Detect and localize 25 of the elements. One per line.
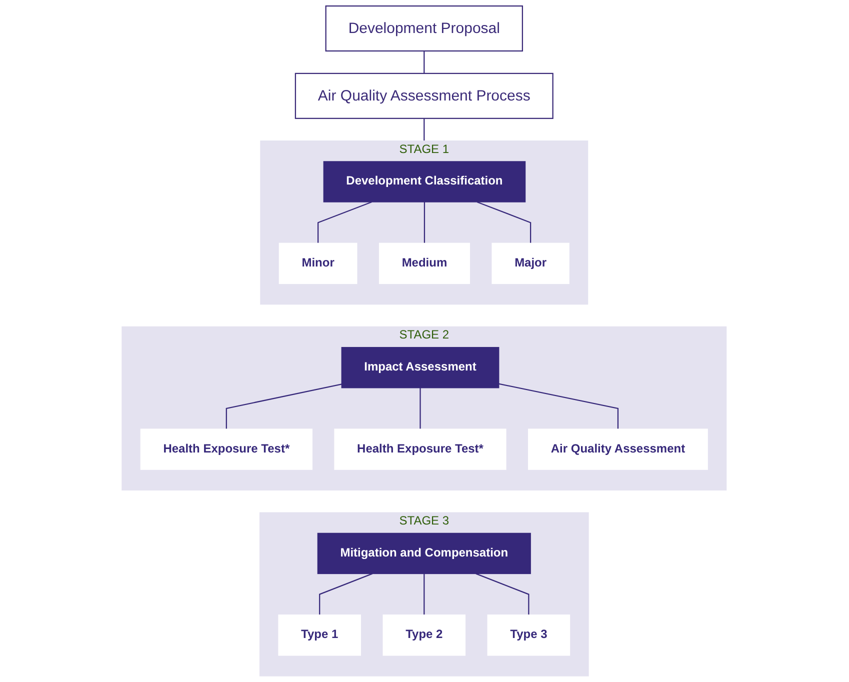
node-box: Type 1 [278, 614, 362, 656]
node-box: Type 3 [488, 614, 570, 656]
connector [424, 574, 426, 615]
connector [318, 201, 372, 244]
node-box: Development Proposal [326, 5, 524, 52]
connector [499, 383, 619, 430]
node-box: Air Quality Assessment [528, 428, 708, 470]
connector [319, 573, 373, 615]
node-box: Health Exposure Test* [140, 428, 313, 470]
node-box: Mitigation and Compensation [318, 532, 532, 574]
connector [424, 50, 426, 74]
connector [424, 118, 426, 141]
node-box: Medium [379, 242, 470, 284]
node-box: Minor [279, 242, 358, 284]
connector [420, 388, 422, 430]
connector [226, 384, 342, 430]
connector [424, 202, 426, 244]
node-box: Major [492, 242, 570, 284]
node-box: Air Quality Assessment Process [295, 72, 554, 119]
node-box: Health Exposure Test* [334, 428, 507, 470]
node-box: Type 2 [383, 614, 466, 656]
connector [476, 573, 530, 615]
node-box: Development Classification [324, 161, 526, 202]
connector [477, 201, 532, 244]
node-box: Impact Assessment [342, 346, 500, 388]
